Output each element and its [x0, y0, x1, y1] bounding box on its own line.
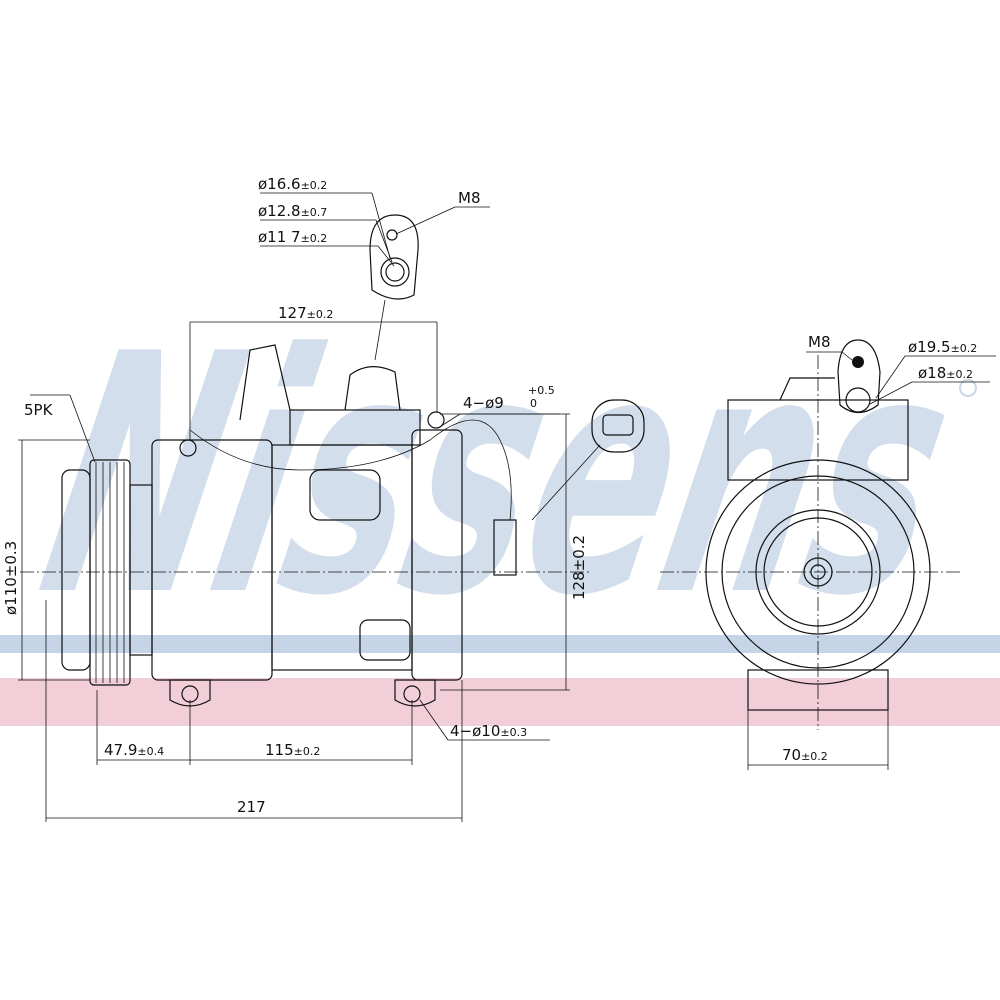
mount-lug	[169, 679, 211, 707]
watermark: Nissens	[0, 283, 1000, 726]
label-217: 217	[237, 798, 266, 816]
pulley-inner	[721, 475, 915, 669]
flange-leader	[374, 299, 386, 361]
port-fitting	[779, 377, 835, 401]
port-block	[289, 409, 421, 446]
body-boss-lower	[359, 619, 411, 661]
side-view	[20, 214, 645, 707]
label-holes-top-tol-down: 0	[530, 397, 537, 410]
label-m8-side: M8	[808, 333, 831, 351]
mount-lug	[394, 679, 436, 707]
label-127: 127±0.2	[278, 304, 333, 322]
port-fitting-left	[239, 344, 291, 421]
front-housing-top	[727, 399, 909, 481]
connector-detail	[591, 399, 645, 453]
body-boss	[309, 469, 381, 521]
label-70: 70±0.2	[782, 746, 828, 764]
front-view	[660, 339, 996, 770]
label-5pk: 5PK	[24, 401, 54, 419]
label-m8-top: M8	[458, 189, 481, 207]
wire	[189, 419, 512, 521]
label-holes-top: 4−ø9	[463, 394, 504, 412]
clutch-outer	[755, 509, 881, 635]
mount-foot	[747, 669, 889, 711]
label-d11-7: ø11 7±0.2	[258, 228, 327, 246]
m8-thread-hole	[386, 229, 398, 241]
label-holes-bottom: 4−ø10±0.3	[450, 722, 527, 740]
watermark-logo: Nissens	[18, 283, 980, 668]
label-d16-6: ø16.6±0.2	[258, 175, 327, 193]
label-d12-8: ø12.8±0.7	[258, 202, 327, 220]
label-128: 128±0.2	[570, 535, 588, 600]
pulley-outer	[705, 459, 931, 685]
mount-hole	[427, 411, 445, 429]
wire-plug	[493, 519, 517, 576]
connector-socket	[602, 414, 634, 436]
label-47-9: 47.9±0.4	[104, 741, 164, 759]
label-holes-top-tol-up: +0.5	[528, 384, 555, 397]
port-bore-outer	[380, 257, 410, 287]
body-rear	[411, 429, 463, 681]
label-d19-5: ø19.5±0.2	[908, 338, 977, 356]
label-d110: ø110±0.3	[2, 541, 20, 615]
shaft	[810, 564, 826, 580]
mount-hole	[179, 439, 197, 457]
pulley-grooves	[95, 462, 125, 683]
dimension-lines	[18, 192, 570, 822]
dimension-labels: ø16.6±0.2 ø12.8±0.7 ø11 7±0.2 M8 127±0.2…	[2, 175, 977, 816]
label-115: 115±0.2	[265, 741, 320, 759]
port-fitting-right	[344, 366, 401, 411]
hub	[803, 557, 833, 587]
clutch-inner	[763, 517, 873, 627]
port-bore-inner	[385, 262, 405, 282]
watermark-stripe-pink	[0, 678, 1000, 726]
registered-mark	[959, 379, 977, 397]
port-bore	[845, 387, 871, 413]
m8-thread-hole	[852, 356, 864, 368]
port-flange-detail	[369, 214, 419, 300]
label-d18: ø18±0.2	[918, 364, 973, 382]
